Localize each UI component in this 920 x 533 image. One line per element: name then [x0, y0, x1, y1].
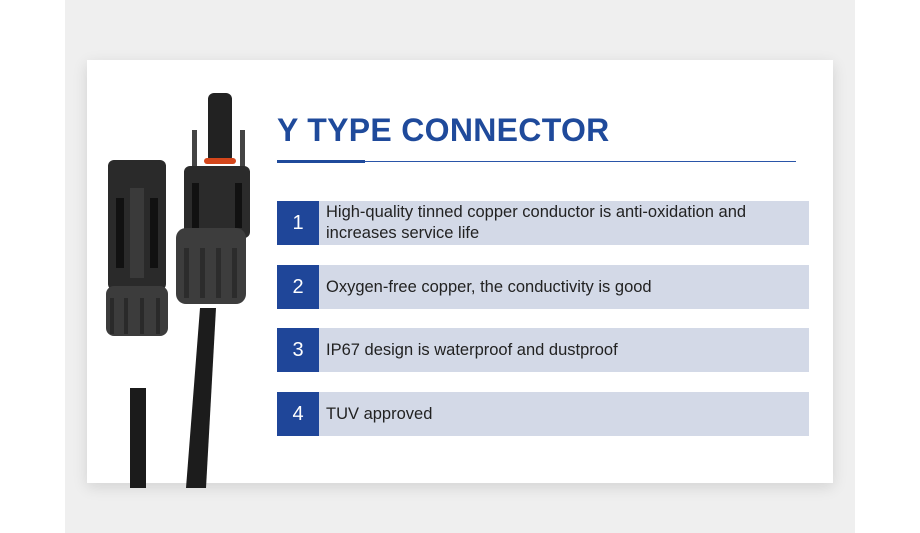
feature-text: High-quality tinned copper conductor is …	[326, 203, 747, 242]
title-divider	[277, 161, 796, 162]
title-divider-accent	[277, 160, 365, 163]
feature-text: IP67 design is waterproof and dustproof	[326, 340, 618, 359]
male-connector	[176, 93, 250, 488]
connector-product-image	[106, 93, 250, 488]
feature-text: Oxygen-free copper, the conductivity is …	[326, 277, 652, 296]
feature-row: 2 Oxygen-free copper, the conductivity i…	[277, 265, 809, 309]
feature-number: 3	[277, 328, 319, 372]
female-connector	[106, 160, 168, 488]
feature-row: 1 High-quality tinned copper conductor i…	[277, 201, 809, 245]
feature-row: 3 IP67 design is waterproof and dustproo…	[277, 328, 809, 372]
feature-number: 1	[277, 201, 319, 245]
page-title: Y TYPE CONNECTOR	[277, 112, 610, 148]
feature-number: 4	[277, 392, 319, 436]
feature-text: TUV approved	[326, 404, 433, 423]
feature-number: 2	[277, 265, 319, 309]
feature-row: 4 TUV approved	[277, 392, 809, 436]
